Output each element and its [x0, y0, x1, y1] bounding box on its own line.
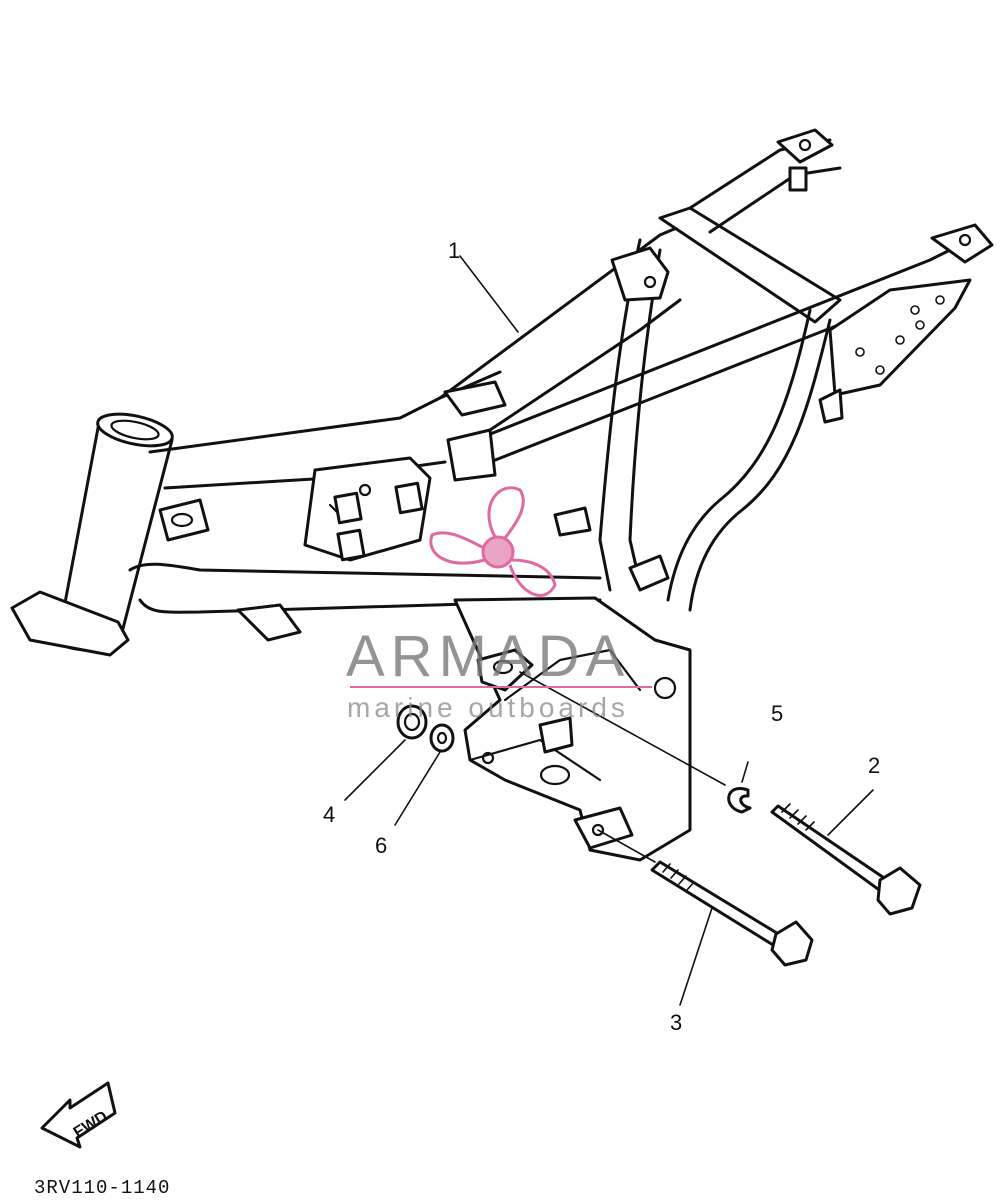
- head-tube: [10, 412, 174, 657]
- callout-3: 3: [670, 1010, 682, 1035]
- callout-1: 1: [448, 238, 460, 263]
- bolt-part-2: [770, 803, 922, 916]
- watermark-logo: ARMADA marine outboards: [346, 486, 652, 723]
- drawing-code: 3RV110-1140: [34, 1177, 170, 1199]
- clip-part-5: [727, 787, 752, 814]
- callout-4: 4: [323, 802, 335, 827]
- collar-part-4: [396, 704, 428, 740]
- frame-body: [10, 128, 994, 862]
- washer-part-6: [429, 723, 455, 753]
- bolt-part-3: [650, 860, 814, 967]
- callout-5: 5: [771, 701, 783, 726]
- watermark-tagline: marine outboards: [347, 692, 629, 723]
- propeller-icon: [429, 486, 557, 597]
- fwd-arrow-icon: FWD: [40, 1081, 117, 1149]
- callout-2: 2: [868, 753, 880, 778]
- watermark-brand: ARMADA: [346, 624, 630, 689]
- callout-6: 6: [375, 833, 387, 858]
